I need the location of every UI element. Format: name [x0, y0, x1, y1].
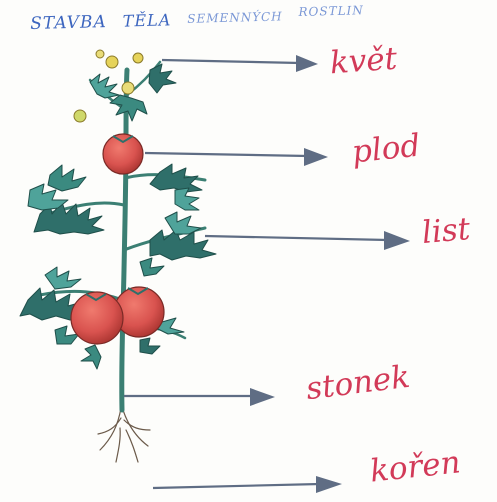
- label-plod: plod: [351, 131, 422, 169]
- root-drawing: [98, 408, 150, 462]
- arrow-list: [205, 231, 410, 250]
- fruit-drawing: [71, 134, 164, 344]
- label-koren: kořen: [369, 447, 462, 487]
- stem-drawing: [40, 62, 205, 410]
- label-kvet: květ: [329, 44, 398, 80]
- arrow-stonek: [124, 388, 275, 406]
- arrow-koren: [153, 476, 342, 493]
- label-list: list: [421, 214, 472, 249]
- arrow-kvet: [162, 55, 318, 72]
- arrow-plod: [145, 148, 328, 166]
